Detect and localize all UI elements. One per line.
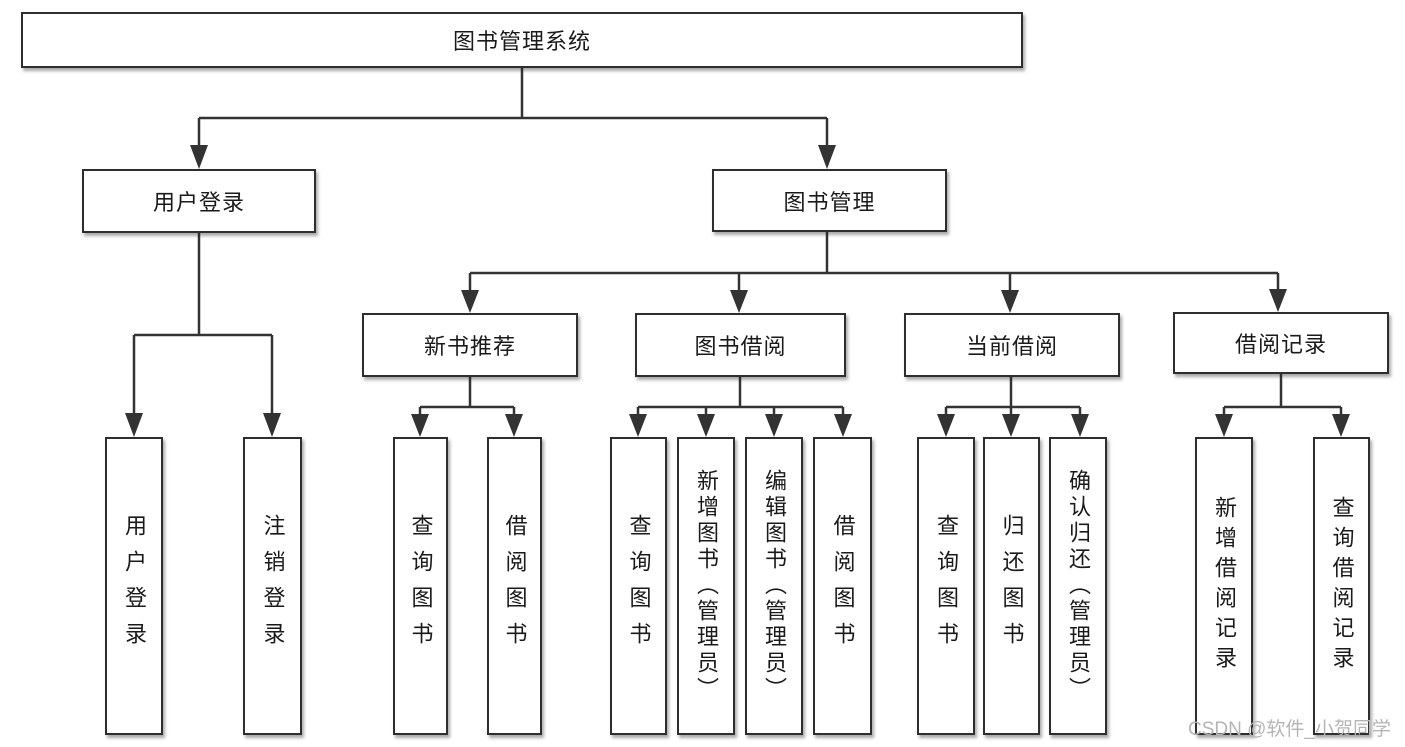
leaf-add-book-admin: 新增图书（管理员） — [677, 437, 735, 735]
node-borrow-records: 借阅记录 — [1173, 312, 1389, 374]
node-label: 图书借阅 — [694, 334, 787, 359]
leaf-label: 借阅图书 — [830, 514, 856, 658]
leaf-confirm-return-admin: 确认归还（管理员） — [1049, 437, 1107, 735]
leaf-label: 新增图书（管理员） — [694, 469, 719, 703]
node-book-borrow: 图书借阅 — [635, 313, 846, 377]
leaf-query-books-recommend: 查询图书 — [393, 437, 448, 735]
leaf-borrow-book-recommend: 借阅图书 — [487, 437, 542, 735]
leaf-label: 借阅图书 — [502, 514, 528, 658]
node-label: 用户登录 — [152, 190, 245, 215]
csdn-watermark: CSDN @软件_小贺同学 — [1188, 719, 1391, 740]
node-label: 图书管理 — [783, 189, 876, 215]
leaf-add-borrow-record: 新增借阅记录 — [1195, 437, 1253, 735]
node-label: 当前借阅 — [965, 334, 1058, 359]
leaf-user-login: 用户登录 — [105, 437, 163, 735]
leaf-borrow-book: 借阅图书 — [813, 437, 872, 735]
leaf-label: 注销登录 — [260, 514, 286, 658]
node-book-management: 图书管理 — [712, 169, 947, 232]
arrowheads — [125, 145, 1350, 437]
leaf-label: 用户登录 — [122, 514, 147, 658]
node-label: 图书管理系统 — [452, 29, 591, 54]
node-new-book-recommend: 新书推荐 — [362, 313, 578, 377]
leaf-query-books-current: 查询图书 — [917, 437, 975, 735]
leaf-label: 查询图书 — [408, 514, 434, 658]
leaf-label: 归还图书 — [999, 514, 1025, 658]
node-label: 借阅记录 — [1234, 332, 1327, 357]
leaf-label: 确认归还（管理员） — [1066, 469, 1091, 703]
leaf-label: 查询借阅记录 — [1329, 496, 1355, 676]
leaf-query-books-borrow: 查询图书 — [610, 437, 667, 735]
leaf-label: 编辑图书（管理员） — [762, 469, 787, 703]
leaf-label: 查询图书 — [626, 514, 652, 658]
node-user-login: 用户登录 — [82, 169, 316, 233]
leaf-query-borrow-record: 查询借阅记录 — [1313, 437, 1370, 735]
leaf-return-book: 归还图书 — [983, 437, 1040, 735]
leaf-edit-book-admin: 编辑图书（管理员） — [745, 437, 803, 735]
leaf-label: 查询图书 — [934, 514, 959, 658]
node-label: 新书推荐 — [423, 334, 516, 359]
node-library-management-system: 图书管理系统 — [21, 12, 1023, 68]
leaf-logout: 注销登录 — [243, 437, 302, 735]
node-current-borrow: 当前借阅 — [904, 313, 1120, 377]
leaf-label: 新增借阅记录 — [1212, 496, 1237, 676]
